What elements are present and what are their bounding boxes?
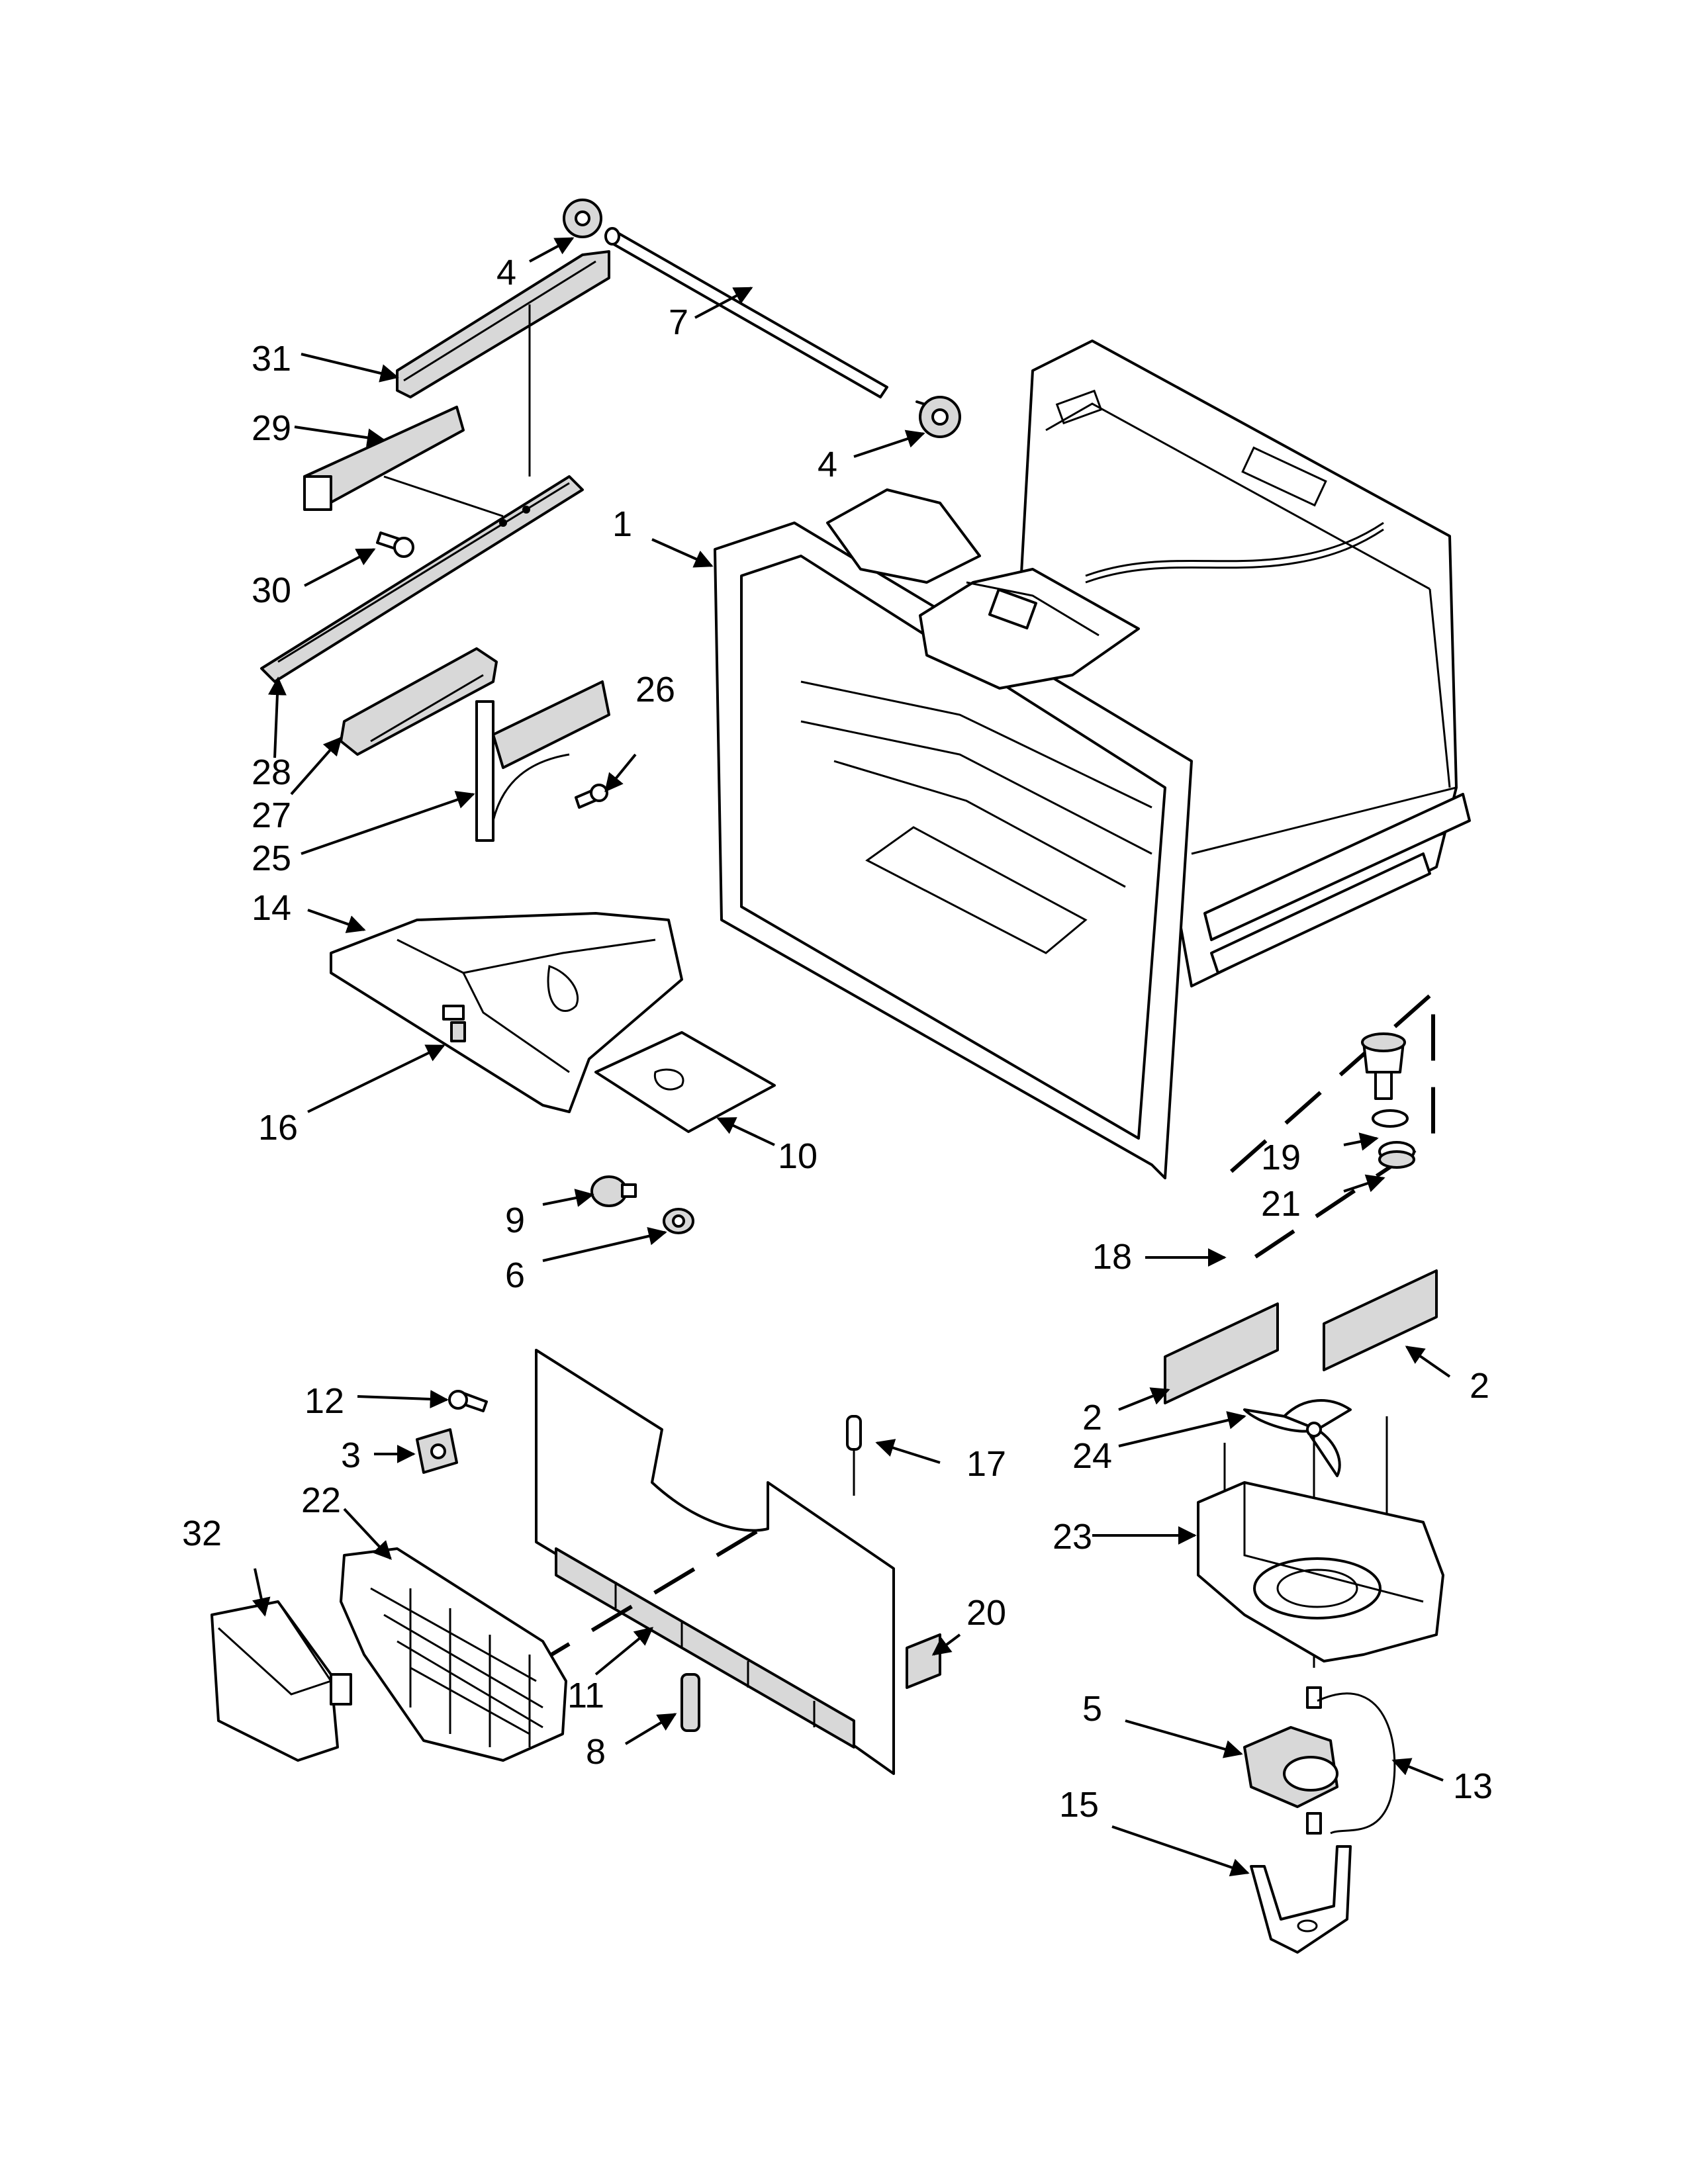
callout-17: 17 [966, 1444, 1006, 1484]
callout-15: 15 [1059, 1785, 1099, 1825]
fan-motor [1243, 1686, 1338, 1835]
foam-block-right [1323, 1269, 1438, 1371]
callout-14: 14 [252, 888, 291, 928]
back-panel [535, 1349, 895, 1775]
wire-harness [1317, 1692, 1396, 1835]
screw-short [575, 784, 608, 809]
callout-29: 29 [252, 408, 291, 448]
gear-top [563, 199, 602, 238]
callout-11: 11 [567, 1676, 604, 1715]
callout-19: 19 [1261, 1138, 1301, 1177]
screw [448, 1390, 488, 1412]
callout-5: 5 [1082, 1689, 1102, 1729]
callout-3: 3 [341, 1435, 361, 1475]
light-bulb [590, 1175, 637, 1207]
grille-cover [340, 1547, 567, 1762]
callout-32: 32 [182, 1514, 222, 1553]
bracket [416, 1428, 458, 1474]
callout-2-left: 2 [1082, 1398, 1102, 1437]
callout-22: 22 [301, 1480, 341, 1520]
motor-bracket [1250, 1845, 1352, 1954]
callout-23: 23 [1053, 1517, 1092, 1557]
callout-labels: 1 2 2 3 4 4 5 6 7 8 9 10 11 12 13 14 15 … [182, 253, 1493, 1825]
slide-mount [303, 406, 465, 511]
leader-lines [252, 237, 1451, 1877]
bulb-socket [663, 1208, 694, 1234]
callout-21: 21 [1261, 1184, 1301, 1224]
screw-slide [376, 531, 414, 558]
foam-block-left [1164, 1302, 1279, 1404]
thermistor [846, 1415, 862, 1496]
callout-26: 26 [635, 670, 675, 709]
slide-cover [396, 250, 610, 398]
slide-end-cap [340, 647, 498, 756]
callout-24: 24 [1072, 1436, 1112, 1476]
callout-7: 7 [669, 302, 688, 342]
callout-4-right: 4 [818, 445, 837, 484]
callout-6: 6 [505, 1255, 525, 1295]
callout-1: 1 [612, 504, 632, 544]
washer [1378, 1141, 1415, 1169]
freezer-bucket-liner [714, 340, 1471, 1179]
callout-28: 28 [252, 752, 291, 792]
end-cap-cover [211, 1600, 352, 1762]
callout-27: 27 [252, 796, 291, 835]
callout-25: 25 [252, 839, 291, 878]
light-housing [330, 912, 683, 1113]
foam-strip [906, 1633, 941, 1689]
light-shield [594, 1031, 776, 1133]
callout-8: 8 [586, 1732, 606, 1772]
callout-16: 16 [258, 1108, 298, 1148]
gear-right [915, 396, 961, 438]
grommet [1361, 1032, 1409, 1128]
callout-2-right: 2 [1470, 1366, 1489, 1406]
callout-13: 13 [1453, 1766, 1493, 1806]
switch [450, 1021, 466, 1042]
callout-18: 18 [1092, 1237, 1132, 1277]
callout-9: 9 [505, 1201, 525, 1240]
callout-30: 30 [252, 570, 291, 610]
callout-4-top: 4 [496, 253, 516, 293]
callout-12: 12 [305, 1381, 344, 1421]
callout-10: 10 [778, 1136, 818, 1176]
shaft [604, 227, 888, 398]
fan-shroud [1197, 1481, 1444, 1662]
slide-bracket [475, 680, 610, 842]
callout-31: 31 [252, 339, 291, 379]
grille-slots [555, 1547, 855, 1749]
fan-blade [1243, 1399, 1352, 1477]
callout-20: 20 [966, 1593, 1006, 1633]
damper-clip [680, 1673, 700, 1732]
fan-assembly-dash [1230, 988, 1435, 1266]
